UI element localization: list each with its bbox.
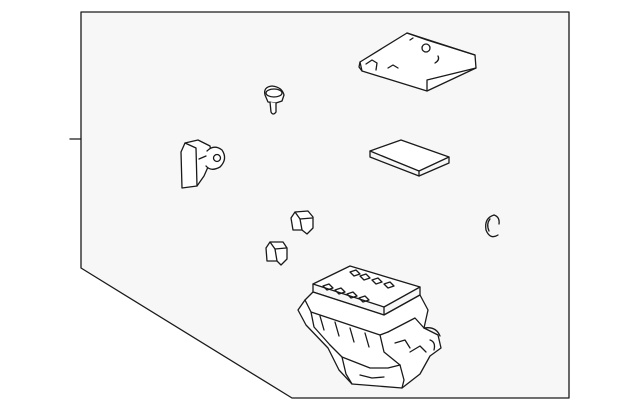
connector-part[interactable] [180,139,226,189]
retaining-ring-part[interactable] [485,214,500,238]
diagram-panel [80,11,570,399]
relay-part[interactable] [265,241,288,266]
fuse-cover-part[interactable] [369,139,450,177]
relay-part[interactable] [290,210,314,235]
junction-box-part[interactable] [297,265,442,389]
cover-part[interactable] [358,32,477,92]
clip-part[interactable] [264,85,285,115]
